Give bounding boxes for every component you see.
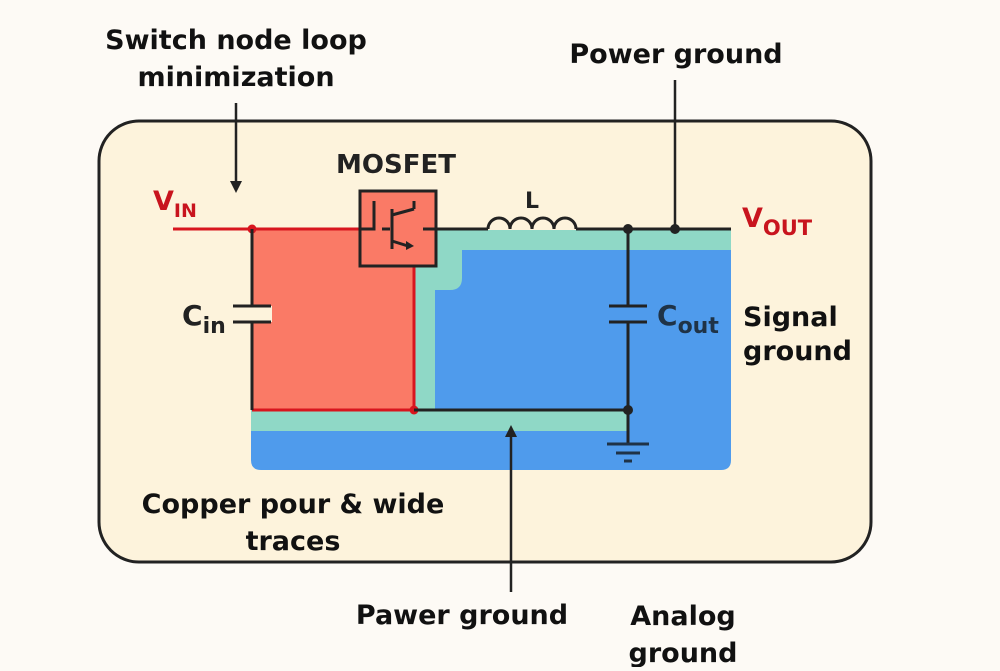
signal-ground-label-line2: ground (743, 336, 852, 367)
power-ground-top-label: Power ground (569, 39, 782, 70)
arrow-down-icon (230, 181, 242, 193)
cin-label: Cin (182, 299, 226, 339)
mosfet-label: MOSFET (336, 150, 456, 180)
analog-ground-label-line2: ground (629, 638, 738, 667)
ground-node (623, 405, 633, 415)
copper-pour-label-line2: traces (246, 526, 341, 557)
cout-label: Cout (657, 299, 719, 339)
mosfet-transistor-icon (360, 201, 436, 249)
mosfet-arrow-icon (406, 241, 414, 250)
vin-label: VIN (153, 186, 197, 222)
switch-node-label-line1: Switch node loop (105, 25, 367, 56)
inductor-symbol (486, 216, 578, 230)
vout-label: VOUT (742, 203, 813, 240)
arrow-up-icon (505, 425, 517, 437)
cin-gap (232, 306, 272, 322)
analog-ground-label-line1: Analog (630, 601, 735, 632)
signal-ground-label-line1: Signal (743, 302, 838, 333)
switch-node-label-line2: minimization (137, 62, 334, 93)
copper-pour-label-line1: Copper pour & wide (142, 489, 445, 520)
power-ground-bottom-label: Pawer ground (356, 600, 568, 631)
ground-icon (607, 442, 649, 463)
inductor-label: L (525, 189, 539, 214)
